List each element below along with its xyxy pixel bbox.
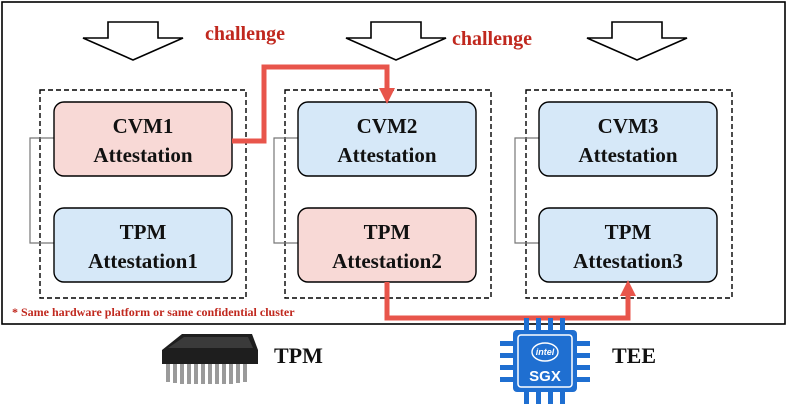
challenge-label-2: challenge: [452, 28, 532, 50]
svg-text:Attestation3: Attestation3: [573, 249, 683, 273]
svg-text:TPM: TPM: [120, 220, 167, 244]
svg-text:TPM: TPM: [364, 220, 411, 244]
sgx-processor-icon: intel SGX: [500, 318, 590, 404]
tpm-attestation2-box: TPM Attestation2: [297, 207, 477, 283]
flow-arrow-cvm1-to-cvm2: [232, 64, 396, 144]
group-3-link: [514, 137, 539, 244]
down-arrow-icon: [345, 21, 447, 61]
chip-icon: [162, 334, 258, 384]
svg-text:TPM: TPM: [605, 220, 652, 244]
tpm-attestation3-box: TPM Attestation3: [538, 207, 718, 283]
challenge-label-1: challenge: [205, 23, 285, 45]
svg-text:SGX: SGX: [529, 368, 561, 385]
cvm2-attestation-box: CVM2 Attestation: [297, 101, 477, 177]
tpm-attestation1-box: TPM Attestation1: [53, 207, 233, 283]
group-2-link: [273, 137, 298, 244]
cvm3-attestation-box: CVM3 Attestation: [538, 101, 718, 177]
svg-text:Attestation: Attestation: [337, 143, 436, 167]
down-arrow-icon: [586, 21, 688, 61]
svg-text:Attestation2: Attestation2: [332, 249, 442, 273]
svg-text:CVM3: CVM3: [598, 114, 659, 138]
svg-text:Attestation: Attestation: [578, 143, 677, 167]
footnote: * Same hardware platform or same confide…: [12, 305, 295, 319]
group-1-link: [29, 137, 54, 244]
group-1-container: [39, 89, 247, 299]
svg-text:CVM1: CVM1: [113, 114, 174, 138]
svg-text:Attestation: Attestation: [93, 143, 192, 167]
cvm1-attestation-box: CVM1 Attestation: [53, 101, 233, 177]
svg-text:CVM2: CVM2: [357, 114, 418, 138]
flow-arrow-tpm2-to-tpm3: [384, 279, 637, 321]
down-arrow-icon: [82, 21, 184, 61]
svg-text:Attestation1: Attestation1: [88, 249, 198, 273]
outer-frame: [1, 1, 786, 325]
tee-legend-label: TEE: [612, 343, 656, 368]
svg-text:intel: intel: [536, 347, 555, 357]
tpm-legend-label: TPM: [274, 343, 323, 368]
